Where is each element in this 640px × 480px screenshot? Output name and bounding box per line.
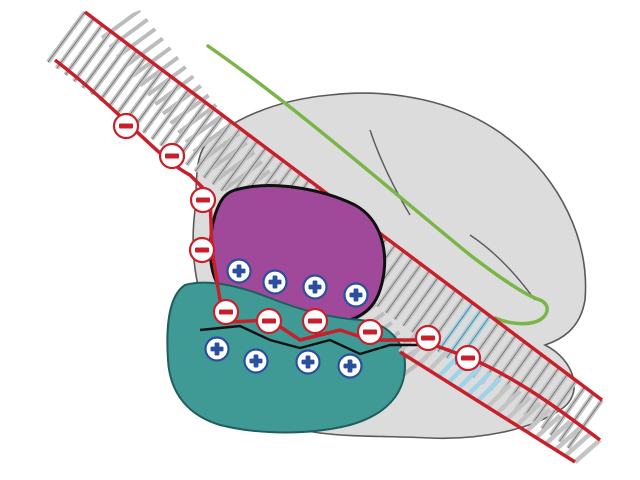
dna-rung-edge	[394, 270, 430, 320]
dna-base-pair-rung	[573, 438, 602, 464]
dna-rung-edge	[195, 121, 232, 172]
gray-lobe-contour	[469, 234, 536, 301]
minus-circle-icon	[212, 298, 240, 326]
dna-rung-edge	[47, 11, 86, 63]
minus-circle-icon	[301, 307, 329, 335]
dna-base-pair-rung	[485, 383, 512, 409]
dna-base-pair-rung	[534, 413, 562, 440]
dna-rung-edge	[151, 89, 189, 140]
plus-circle-icon	[243, 348, 269, 374]
dna-rung-edge	[403, 276, 439, 327]
plus-circle-icon	[343, 282, 369, 308]
dna-rung-edge	[550, 386, 586, 436]
gray-lobe-contour	[369, 129, 411, 216]
dna-base-pair-rung	[456, 365, 482, 391]
dna-rung-edge	[221, 141, 258, 191]
plus-circle-icon	[295, 349, 321, 375]
minus-circle-icon	[255, 307, 283, 335]
dna-rung-edge	[99, 50, 138, 101]
dna-rung-edge	[177, 108, 215, 159]
plus-circle-icon	[262, 269, 288, 295]
dna-rung-edge	[108, 57, 146, 108]
dna-base-pair-rung	[524, 407, 552, 434]
dna-rung-edge	[212, 134, 250, 185]
dna-rung-edge	[559, 393, 594, 442]
dna-base-pair-rung	[505, 395, 532, 421]
dna-rung-edge	[160, 95, 198, 146]
dna-rung-edge	[411, 283, 448, 333]
dna-rung-edge	[203, 128, 241, 179]
dna-rung-edge	[134, 76, 172, 127]
dna-rung-edge	[385, 263, 422, 314]
dna-rung-edge	[541, 380, 577, 429]
dna-rung-edge	[533, 373, 568, 423]
dna-rung-edge	[65, 24, 103, 76]
rna-strand	[206, 44, 549, 326]
dna-rung-edge	[125, 69, 163, 121]
dna-rung-edge	[186, 115, 224, 166]
dna-base-pair-rung	[495, 389, 522, 415]
dna-rung-edge	[82, 37, 120, 88]
minus-circle-icon	[356, 318, 384, 346]
minus-circle-icon	[454, 344, 482, 372]
minus-circle-icon	[188, 236, 216, 264]
dna-base-pair-rung	[554, 426, 582, 452]
plus-circle-icon	[337, 353, 363, 379]
dna-backbone-strand	[399, 350, 576, 464]
dna-rung-edge	[56, 18, 94, 69]
dna-base-pair-rung	[427, 346, 452, 372]
dna-base-pair-rung	[466, 371, 492, 397]
dna-rung-edge	[437, 302, 474, 352]
plus-circle-icon	[226, 258, 252, 284]
dna-rung-edge	[567, 399, 603, 449]
minus-circle-icon	[112, 112, 140, 140]
dna-rung-edge	[377, 257, 413, 307]
dna-base-pair-rung	[563, 432, 592, 458]
dna-rung-edge	[117, 63, 155, 114]
dna-strand-dark	[199, 324, 420, 356]
dna-base-pair-rung	[476, 377, 502, 403]
dna-rung-edge	[91, 44, 129, 95]
plus-circle-icon	[204, 336, 230, 362]
minus-circle-icon	[189, 186, 217, 214]
minus-circle-icon	[414, 324, 442, 352]
dna-rung-edge	[143, 82, 181, 134]
dna-rung-edge	[515, 360, 551, 410]
dna-rung-edge	[524, 367, 560, 417]
plus-circle-icon	[302, 274, 328, 300]
dna-rung-edge	[73, 31, 112, 82]
dna-base-pair-rung	[515, 401, 542, 427]
minus-circle-icon	[158, 142, 186, 170]
charge-markers	[112, 112, 482, 379]
dna-base-pair-rung	[544, 420, 572, 446]
